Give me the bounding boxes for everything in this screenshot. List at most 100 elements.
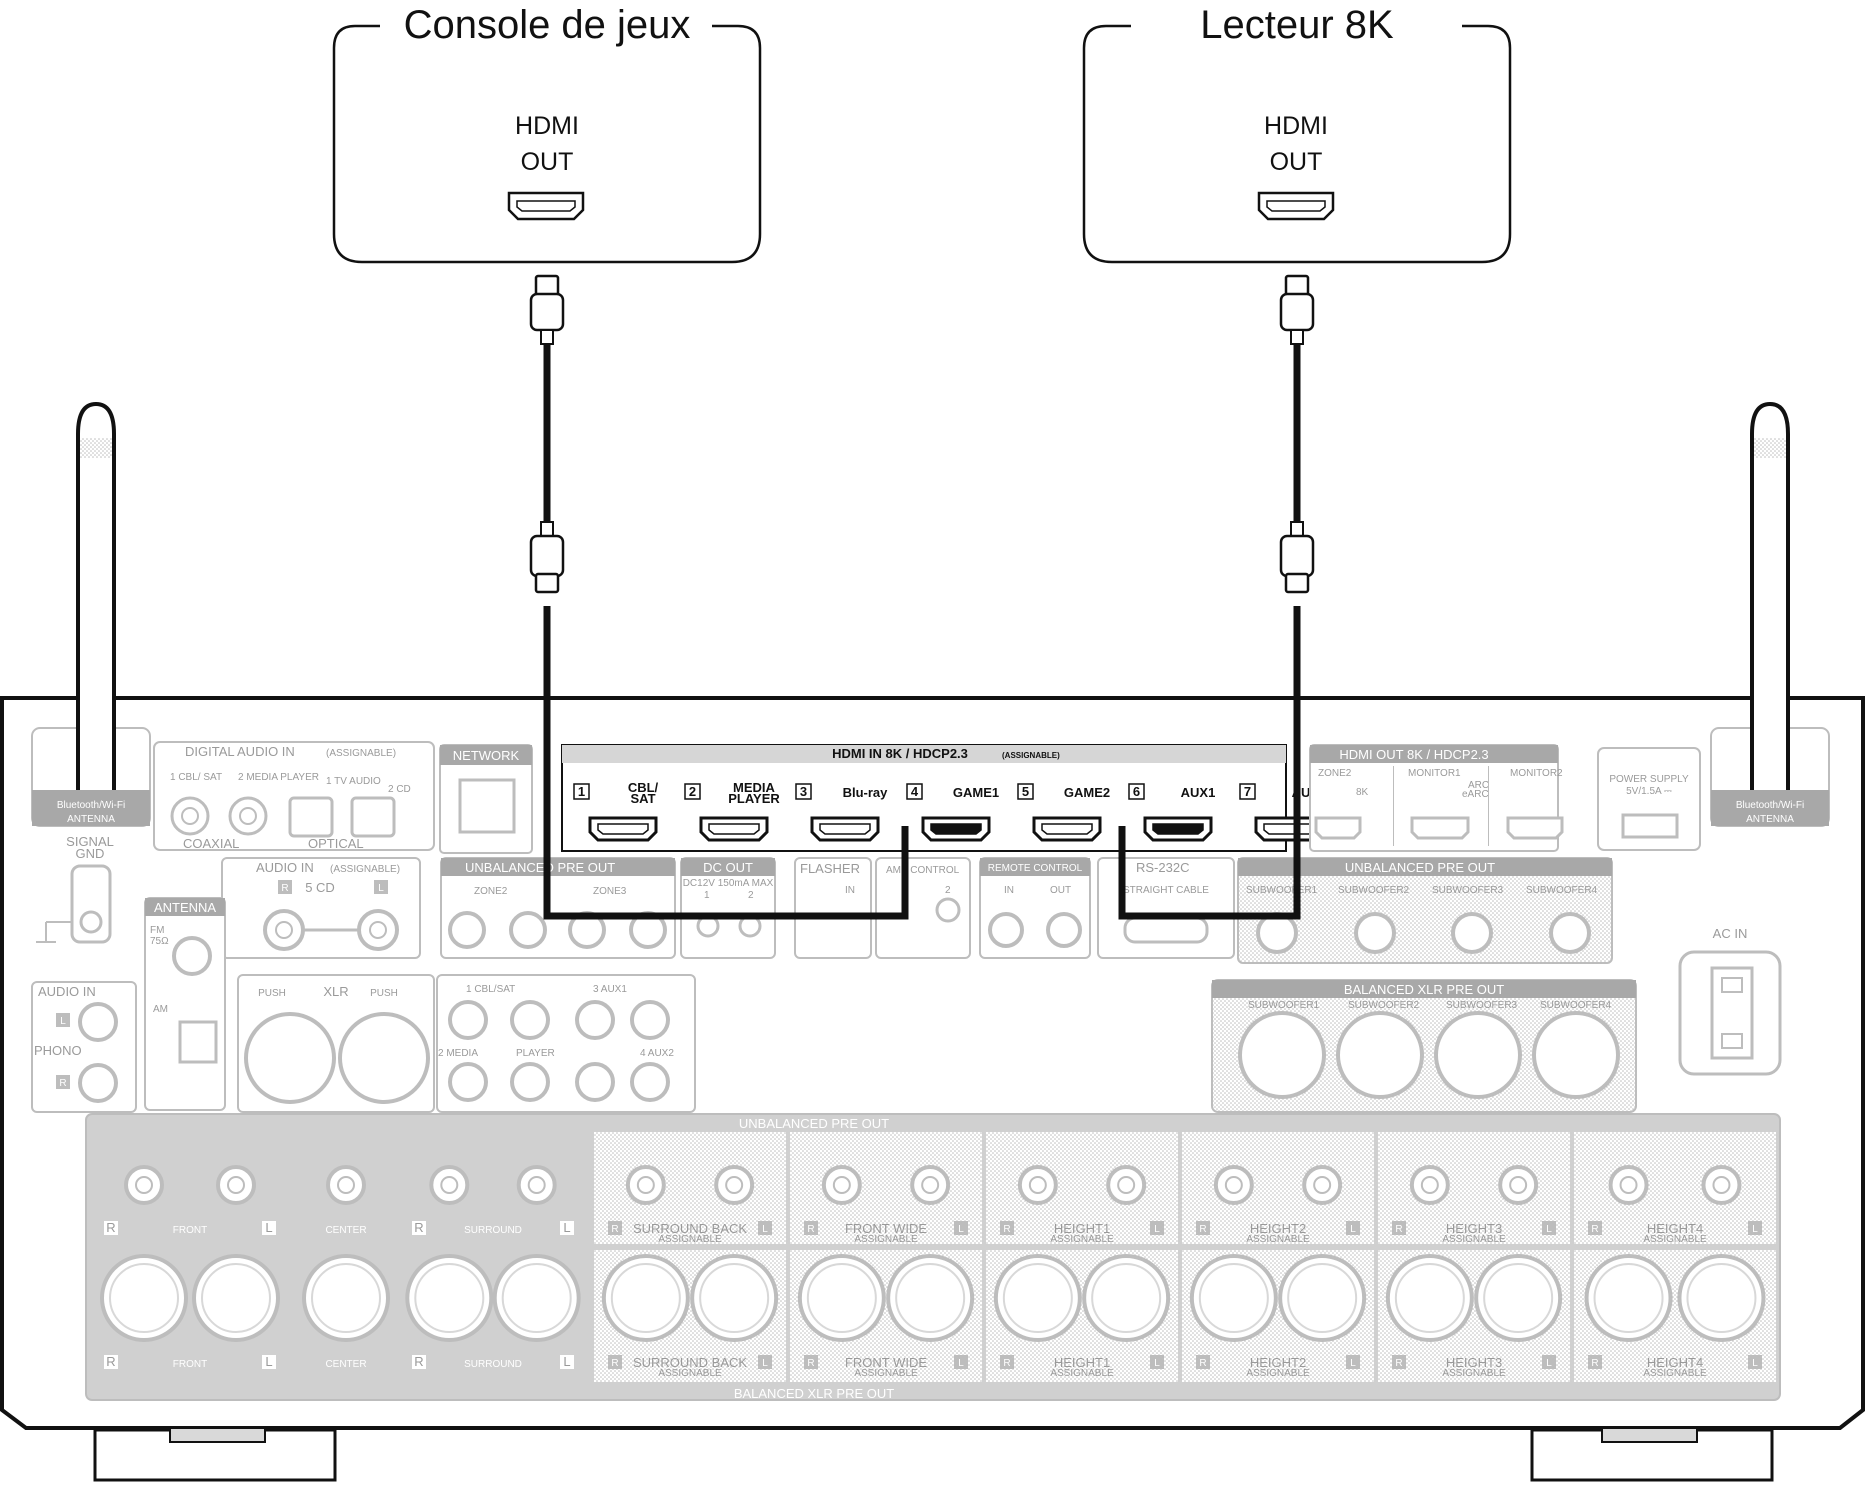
channel-label: HEIGHT1 — [1054, 1355, 1110, 1370]
port-number-box — [684, 783, 701, 800]
subwoofer-label: SUBWOOFER2 — [1338, 885, 1410, 896]
dc-out-section: DC OUT DC12V 150mA MAX 1 2 — [680, 857, 776, 959]
channel-label: FRONT — [173, 1225, 207, 1236]
ac-in-label: AC IN — [1713, 926, 1748, 941]
input-label: 2 CD — [388, 784, 411, 795]
rca-jack — [216, 1165, 256, 1205]
monitor1-note2: eARC — [1462, 789, 1489, 800]
input-label: 1 CBL/ SAT — [170, 772, 222, 783]
section-header: NETWORK — [453, 748, 520, 763]
r-marker: R — [1003, 1358, 1010, 1369]
hdmi-out-label: HDMI — [1264, 112, 1328, 140]
channel-sublabel: ASSIGNABLE — [854, 1234, 918, 1245]
unbalanced-pre-out-header: UNBALANCED PRE OUT — [739, 1116, 889, 1131]
r-marker: R — [1591, 1224, 1598, 1235]
antenna-label-line2: ANTENNA — [1746, 814, 1794, 825]
coaxial-label: COAXIAL — [183, 836, 239, 851]
section-header: REMOTE CONTROL — [988, 863, 1083, 874]
subwoofer-label: SUBWOOFER3 — [1432, 885, 1504, 896]
port-number-box — [1239, 783, 1256, 800]
ac-in: AC IN — [1678, 926, 1782, 1076]
xlr-jack — [302, 1254, 390, 1342]
hdmi-in-header-note: (ASSIGNABLE) — [1002, 751, 1060, 760]
r-marker: R — [1199, 1358, 1206, 1369]
receiver-rear-panel: Bluetooth/Wi-Fi ANTENNA Bluetooth/Wi-Fi … — [0, 401, 1865, 1482]
channel-label: HEIGHT3 — [1446, 1221, 1502, 1236]
input-label: 2 MEDIA — [438, 1048, 478, 1059]
port-number-box — [906, 783, 923, 800]
r-marker: R — [1395, 1224, 1402, 1235]
am-label: AM — [153, 1004, 168, 1015]
port-number: 1 — [578, 784, 585, 799]
flasher-section: FLASHER IN — [794, 857, 872, 959]
dc-port-1: 1 — [704, 890, 710, 901]
channel-label: HEIGHT4 — [1647, 1355, 1703, 1370]
subwoofer-label: SUBWOOFER1 — [1246, 885, 1318, 896]
r-marker: R — [106, 1354, 115, 1369]
channel-label: HEIGHT2 — [1250, 1221, 1306, 1236]
hdmi-in-port-3[interactable]: 3 Blu-ray — [795, 783, 889, 842]
monitor1-note: ARC — [1468, 780, 1489, 791]
phono-in-section: AUDIO IN L PHONO R — [31, 981, 137, 1113]
l-marker: L — [958, 1358, 964, 1369]
channel-sublabel: ASSIGNABLE — [658, 1234, 722, 1245]
amp-control-section: AMP CONTROL 2 — [875, 857, 971, 959]
l-marker: L — [1546, 1358, 1552, 1369]
port-number: 3 — [800, 784, 807, 799]
rs232c-note: STRAIGHT CABLE — [1123, 885, 1209, 896]
audio-in-5cd: AUDIO IN (ASSIGNABLE) R 5 CD L — [221, 857, 421, 959]
xlr-jack — [192, 1254, 280, 1342]
port-number-box — [1128, 783, 1145, 800]
push-label: PUSH — [258, 988, 286, 999]
channel-label: SURROUND — [464, 1359, 522, 1370]
hdmi-port-icon — [507, 191, 585, 221]
section-header: AMP CONTROL — [886, 865, 960, 876]
power-supply-label: POWER SUPPLY — [1609, 774, 1689, 785]
l-marker: L — [60, 1016, 66, 1027]
rca-jack — [1213, 1165, 1254, 1205]
zone2-label: ZONE2 — [474, 886, 508, 897]
optical-label: OPTICAL — [308, 836, 364, 851]
xlr-jack — [100, 1254, 188, 1342]
xlr-jack — [1584, 1254, 1673, 1342]
subwoofer-label: SUBWOOFER4 — [1526, 885, 1598, 896]
rca-jack — [124, 1165, 164, 1205]
device-box — [332, 24, 762, 264]
rca-jack — [429, 1165, 470, 1205]
remote-control-section: REMOTE CONTROL IN OUT — [979, 857, 1091, 959]
rca-jack — [1302, 1165, 1343, 1205]
rca-jack — [326, 1165, 366, 1205]
port-label: Blu-ray — [843, 785, 889, 800]
l-marker: L — [958, 1224, 964, 1235]
xlr-label: XLR — [323, 984, 348, 999]
input-label: 4 AUX2 — [640, 1048, 674, 1059]
xlr-jack — [405, 1254, 494, 1342]
port-number: 4 — [911, 784, 919, 799]
section-header: UNBALANCED PRE OUT — [465, 860, 615, 875]
port-number-box — [1017, 783, 1034, 800]
xlr-jack — [886, 1254, 975, 1342]
l-marker: L — [265, 1220, 272, 1235]
device-box — [1082, 24, 1512, 264]
port-number-box — [573, 783, 590, 800]
r-marker: R — [1003, 1224, 1010, 1235]
section-header: FLASHER — [800, 861, 860, 876]
port-number: 7 — [1244, 784, 1251, 799]
antenna-label: Bluetooth/Wi-Fi — [57, 800, 125, 811]
rca-jack — [1106, 1165, 1147, 1205]
channel-label: HEIGHT3 — [1446, 1355, 1502, 1370]
channel-label: HEIGHT1 — [1054, 1221, 1110, 1236]
channel-sublabel: ASSIGNABLE — [854, 1368, 918, 1379]
l-marker: L — [1154, 1224, 1160, 1235]
push-label: PUSH — [370, 988, 398, 999]
section-header: UNBALANCED PRE OUT — [1345, 860, 1495, 875]
channel-label: SURROUND — [464, 1225, 522, 1236]
